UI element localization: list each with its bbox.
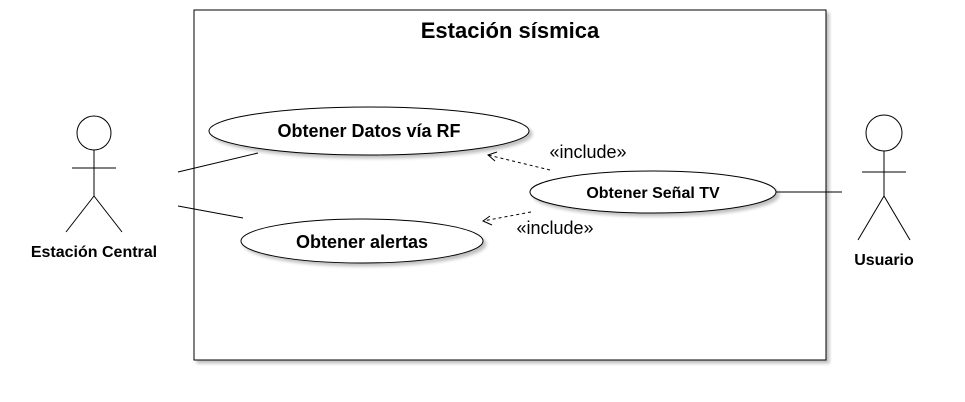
- include-label-1: «include»: [549, 142, 626, 162]
- use-case-label-datos-rf: Obtener Datos vía RF: [277, 121, 460, 141]
- include-dependency-alertas: [481, 211, 532, 226]
- use-case-alertas: Obtener alertas: [240, 218, 484, 264]
- actor-label-usuario: Usuario: [854, 252, 914, 269]
- actor-estacion-central: [65, 115, 123, 233]
- actor-usuario: [857, 114, 911, 241]
- actor-label-estacion-central: Estación Central: [31, 244, 157, 261]
- use-case-label-senal-tv: Obtener Señal TV: [586, 185, 720, 202]
- actor-head-icon: [865, 114, 903, 152]
- include-label-2: «include»: [516, 218, 593, 238]
- system-title: Estación sísmica: [421, 18, 600, 43]
- association-central-datos: [177, 152, 259, 173]
- use-case-datos-rf: Obtener Datos vía RF: [208, 106, 530, 156]
- actor-head-icon: [76, 115, 112, 151]
- association-central-alertas: [177, 205, 244, 219]
- use-case-label-alertas: Obtener alertas: [296, 232, 428, 252]
- include-dependency-datos: [487, 151, 551, 171]
- use-case-senal-tv: Obtener Señal TV: [529, 170, 777, 214]
